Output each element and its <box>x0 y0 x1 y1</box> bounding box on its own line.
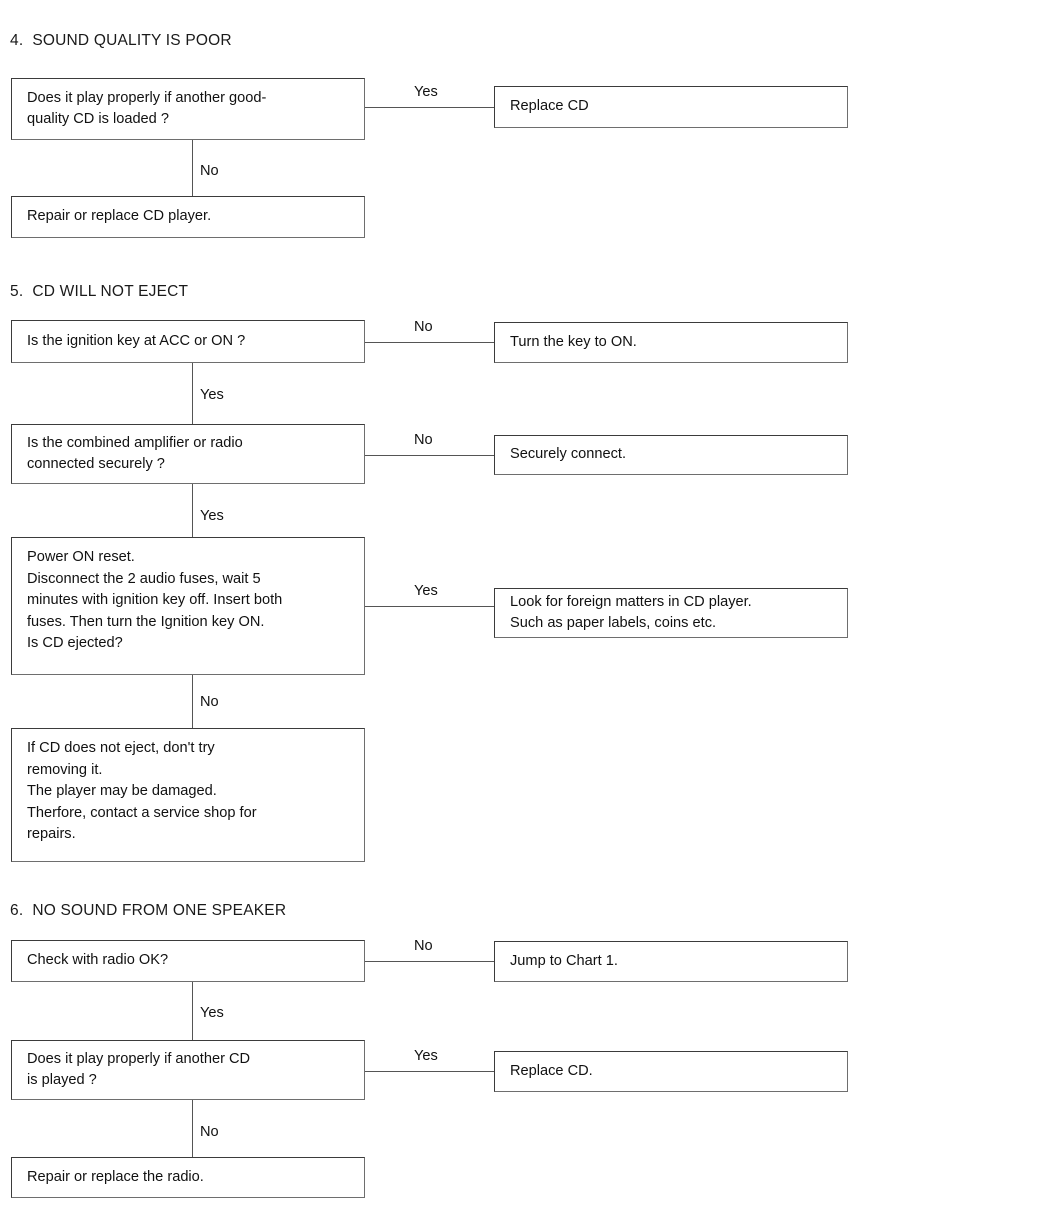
branch-label-yes: Yes <box>414 583 438 599</box>
box-text: Turn the key to ON. <box>510 333 637 350</box>
box-text: Does it play properly if another CD is p… <box>27 1050 251 1089</box>
connector-5-yes3-horizontal <box>365 606 494 607</box>
box-text: If CD does not eject, don't try removing… <box>27 740 257 842</box>
connector-5-yes2-vertical <box>192 484 193 537</box>
connector-6-no1-horizontal <box>365 961 494 962</box>
connector-5-yes1-vertical <box>192 363 193 424</box>
result-box-turn-key-to-on[interactable]: Turn the key to ON. <box>494 322 848 363</box>
decision-box-sound-quality-another-cd[interactable]: Does it play properly if another good- q… <box>11 78 365 140</box>
branch-label-no: No <box>414 319 433 335</box>
branch-label-no: No <box>200 163 219 179</box>
section-heading-5: 5. CD WILL NOT EJECT <box>10 283 189 300</box>
result-box-securely-connect[interactable]: Securely connect. <box>494 435 848 475</box>
result-box-repair-replace-radio[interactable]: Repair or replace the radio. <box>11 1157 365 1198</box>
connector-6-yes1-vertical <box>192 982 193 1040</box>
connector-4-no-vertical <box>192 140 193 196</box>
result-box-replace-cd-period[interactable]: Replace CD. <box>494 1051 848 1092</box>
branch-label-yes: Yes <box>200 508 224 524</box>
box-text: Is the combined amplifier or radio conne… <box>27 434 243 473</box>
result-box-replace-cd[interactable]: Replace CD <box>494 86 848 128</box>
result-box-repair-replace-cd-player[interactable]: Repair or replace CD player. <box>11 196 365 238</box>
connector-5-no1-horizontal <box>365 342 494 343</box>
decision-box-amplifier-radio-connected[interactable]: Is the combined amplifier or radio conne… <box>11 424 365 484</box>
section-heading-4: 4. SOUND QUALITY IS POOR <box>10 32 232 49</box>
connector-5-no3-vertical <box>192 675 193 728</box>
box-text: Repair or replace CD player. <box>27 208 212 225</box>
branch-label-yes: Yes <box>414 84 438 100</box>
branch-label-no: No <box>200 694 219 710</box>
branch-label-no: No <box>414 432 433 448</box>
decision-box-power-on-reset[interactable]: Power ON reset. Disconnect the 2 audio f… <box>11 537 365 675</box>
box-text: Replace CD <box>510 98 589 115</box>
section-heading-6: 6. NO SOUND FROM ONE SPEAKER <box>10 902 287 919</box>
connector-6-no2-vertical <box>192 1100 193 1157</box>
result-box-jump-to-chart-1[interactable]: Jump to Chart 1. <box>494 941 848 982</box>
box-text: Check with radio OK? <box>27 952 169 969</box>
box-text: Jump to Chart 1. <box>510 952 618 969</box>
branch-label-no: No <box>414 938 433 954</box>
connector-6-yes2-horizontal <box>365 1071 494 1072</box>
box-text: Securely connect. <box>510 446 627 463</box>
box-text: Does it play properly if another good- q… <box>27 89 267 128</box>
box-text: Is the ignition key at ACC or ON ? <box>27 332 246 349</box>
branch-label-yes: Yes <box>200 1005 224 1021</box>
box-text: Power ON reset. Disconnect the 2 audio f… <box>27 549 283 651</box>
decision-box-another-cd-played[interactable]: Does it play properly if another CD is p… <box>11 1040 365 1100</box>
box-text: Look for foreign matters in CD player. S… <box>510 593 752 632</box>
branch-label-yes: Yes <box>200 387 224 403</box>
branch-label-no: No <box>200 1124 219 1140</box>
branch-label-yes: Yes <box>414 1048 438 1064</box>
decision-box-ignition-key-acc-on[interactable]: Is the ignition key at ACC or ON ? <box>11 320 365 363</box>
connector-4-yes-horizontal <box>365 107 494 108</box>
box-text: Repair or replace the radio. <box>27 1168 204 1185</box>
connector-5-no2-horizontal <box>365 455 494 456</box>
box-text: Replace CD. <box>510 1062 593 1079</box>
decision-box-check-with-radio-ok[interactable]: Check with radio OK? <box>11 940 365 982</box>
result-box-do-not-force-remove-cd[interactable]: If CD does not eject, don't try removing… <box>11 728 365 862</box>
result-box-look-for-foreign-matters[interactable]: Look for foreign matters in CD player. S… <box>494 588 848 638</box>
